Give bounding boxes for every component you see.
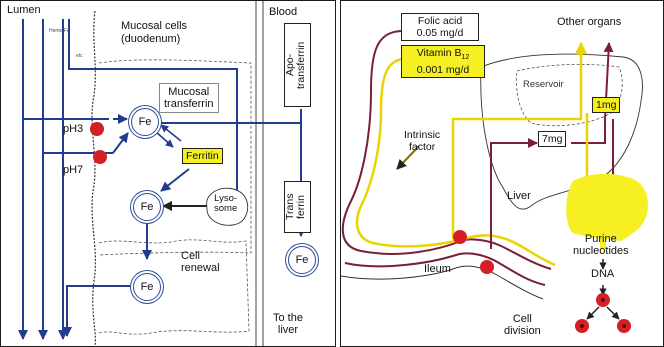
cell-split-right-arrow: [607, 307, 619, 319]
vitamin-b12-name: Vitamin B: [417, 47, 462, 59]
folic-acid-box: Folic acid 0.05 mg/d: [401, 13, 479, 41]
fe-transferrin: Fe: [288, 246, 316, 274]
reservoir-label: Reservoir: [523, 79, 564, 91]
apical-membrane: [92, 11, 95, 346]
b12-diagram-drawing: [341, 1, 664, 347]
purine-nucleotides-label: Purine nucleotides: [573, 233, 629, 257]
apotransferrin-box: Apo- transferrin: [284, 23, 311, 107]
iron-absorption-panel: Lumen Heme-Fe etc Mucosal cells (duodenu…: [0, 0, 336, 347]
mucosal-transferrin-label: Mucosal transferrin: [159, 83, 219, 113]
vitamin-b12-dose: 0.001 mg/d: [417, 64, 470, 76]
lumen-label: Lumen: [7, 4, 41, 16]
cell-renewal-to-lumen-arrow: [67, 286, 133, 336]
ph3-label: pH3: [63, 123, 83, 135]
dividing-cell-top-nucleus: [601, 298, 605, 302]
dna-label: DNA: [591, 268, 614, 280]
fe-mucosal: Fe: [131, 108, 159, 136]
one-mg-box: 1mg: [592, 97, 620, 113]
vitamin-b12-subscript: 12: [461, 54, 469, 61]
cell-division-label: Cell division: [504, 313, 541, 337]
folic-acid-b12-panel: Folic acid 0.05 mg/d Vitamin B12 0.001 m…: [340, 0, 664, 347]
ileum-receptor-dot-2: [480, 260, 494, 274]
ph3-transporter-dot: [90, 122, 104, 136]
folic-acid-to-other-organs-line: [571, 43, 609, 143]
cell-renewal-label: Cell renewal: [181, 250, 220, 274]
blood-label: Blood: [269, 6, 297, 18]
ph7-label: pH7: [63, 164, 83, 176]
seven-mg-box: 7mg: [538, 131, 566, 147]
transferrin-box: Trans ferrin: [284, 181, 311, 233]
dividing-cell-right-nucleus: [622, 324, 626, 328]
ileum-receptor-dot-1: [453, 230, 467, 244]
duodenum-label: (duodenum): [121, 33, 180, 45]
vitamin-b12-box: Vitamin B12 0.001 mg/d: [401, 45, 485, 78]
liver-label: Liver: [507, 190, 531, 202]
mucosal-cells-label: Mucosal cells: [121, 20, 187, 32]
intrinsic-factor-label: Intrinsic factor: [404, 129, 440, 153]
to-the-liver-label: To the liver: [273, 312, 303, 336]
ferritin-to-fe-storage-arrow: [161, 169, 189, 191]
other-organs-label: Other organs: [557, 16, 621, 28]
heme-fe-etc-label: etc: [76, 53, 83, 59]
fe-cell-renewal: Fe: [133, 273, 161, 301]
ferritin-box: Ferritin: [182, 148, 223, 164]
ileum-label: Ileum: [424, 263, 451, 275]
dividing-cell-left-nucleus: [580, 324, 584, 328]
bone-marrow-shape: [566, 174, 648, 241]
heme-fe-label: Heme-Fe: [49, 28, 70, 34]
ph7-transporter-dot: [93, 150, 107, 164]
lysosome-label: Lyso- some: [214, 194, 237, 214]
fe-storage: Fe: [133, 193, 161, 221]
cell-split-left-arrow: [587, 307, 599, 319]
ph7-to-fe-arrow: [113, 133, 128, 153]
